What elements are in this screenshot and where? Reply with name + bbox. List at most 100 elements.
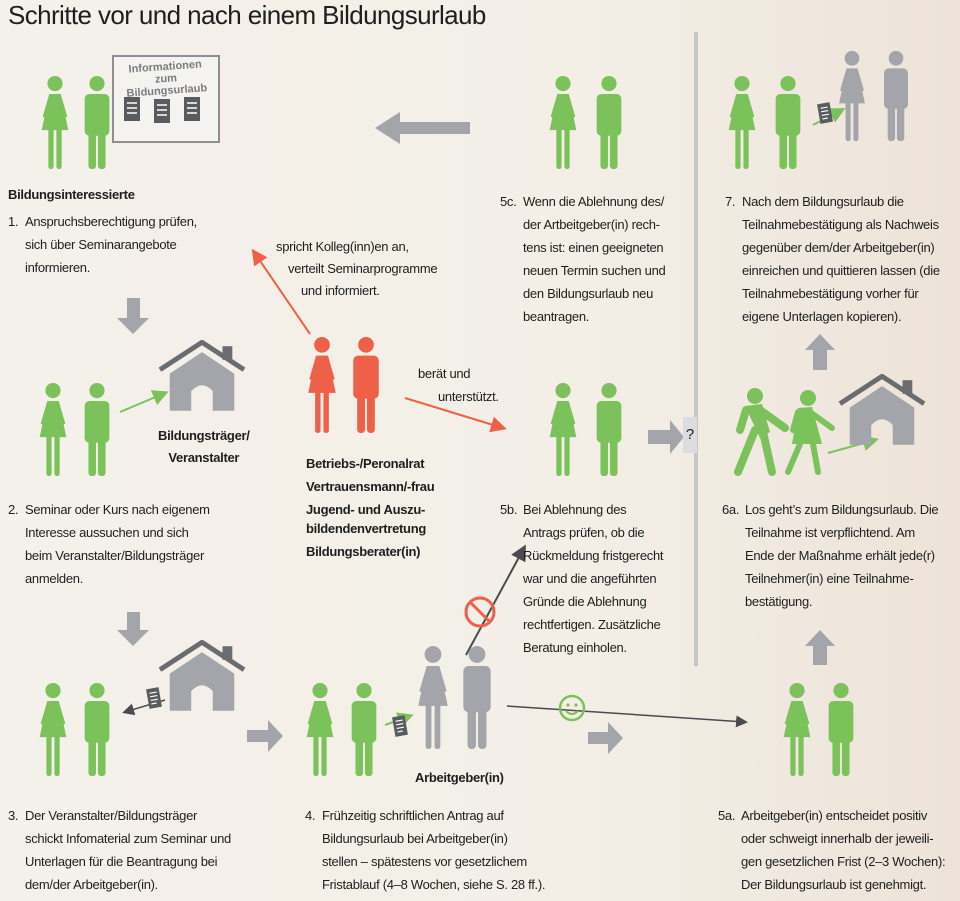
step-5c: 5c. Wenn die Ablehnung des/der Artbeitgeb…	[500, 190, 690, 328]
step-line: Unterlagen für die Beantragung bei	[25, 854, 218, 869]
step-number: 5c.	[500, 194, 517, 209]
label-interested: Bildungsinteressierte	[8, 187, 135, 202]
house-icon	[160, 342, 244, 410]
step-line: war und die angeführten	[523, 571, 657, 586]
step-line: anmelden.	[25, 571, 84, 586]
people-5a-icon	[783, 682, 854, 777]
step-number: 7.	[725, 194, 736, 209]
document-icons	[124, 97, 200, 123]
step-line: Der Bildungsurlaub ist genehmigt.	[741, 877, 927, 892]
step-number: 1.	[8, 214, 19, 229]
step-line: bestätigung.	[745, 594, 813, 609]
step-line: tens ist: einen geeigneten	[523, 240, 664, 255]
step-line: einreichen und quittieren lassen (die	[742, 263, 940, 278]
step-line: beim Veranstalter/Bildungsträger	[25, 548, 205, 563]
step-line: Interesse aussuchen und sich	[25, 525, 189, 540]
step-line: gen gesetzlichen Frist (2–3 Wochen):	[741, 854, 946, 869]
council-line: Vertrauensmann/-frau	[306, 479, 435, 494]
council-line: Bildungsberater(in)	[306, 544, 421, 559]
step-number: 2.	[8, 502, 19, 517]
house-icon	[160, 642, 244, 710]
people-7-icon	[728, 75, 801, 170]
step-line: Arbeitgeber(in) entscheidet positiv	[741, 808, 928, 823]
step-number: 3.	[8, 808, 19, 823]
arrow-left-icon	[375, 112, 470, 144]
step-line: Der Veranstalter/Bildungsträger	[25, 808, 198, 823]
council-line: bildendenvertretung	[306, 521, 426, 536]
step-line: Los geht’s zum Bildungsurlaub. Die	[745, 502, 939, 517]
step-line: Fristablauf (4–8 Wochen, siehe S. 28 ff.…	[322, 877, 546, 892]
step-5a: 5a. Arbeitgeber(in) entscheidet positiv od…	[718, 804, 958, 896]
step-3: 3. Der Veranstalter/Bildungsträger schickt…	[8, 804, 278, 896]
council-line: Betriebs-/Peronalrat	[306, 456, 425, 471]
step-line: Frühzeitig schriftlichen Antrag auf	[322, 808, 504, 823]
council-people-icon	[308, 336, 379, 434]
arrow-up-icon	[805, 334, 835, 370]
people-5b-icon	[549, 382, 622, 477]
annotation-line: spricht Kolleg(inn)en an,	[276, 239, 409, 254]
step-number: 5b.	[500, 502, 518, 517]
step-line: schickt Infomaterial zum Seminar und	[25, 831, 231, 846]
step-line: Bei Ablehnung des	[523, 502, 627, 517]
step-line: sich über Seminarangebote	[25, 237, 177, 252]
annotation-speaks: spricht Kolleg(inn)en an, verteilt Semin…	[276, 236, 438, 302]
people-3-icon	[39, 682, 110, 777]
step-line: der Artbeitgeber(in) rech-	[523, 217, 660, 232]
step-line: Gründe die Ablehnung	[523, 594, 647, 609]
step-line: eigene Unterlagen kopieren).	[742, 309, 902, 324]
arrow-right-icon	[247, 720, 283, 752]
divider	[694, 32, 698, 666]
people-5c-icon	[549, 75, 622, 170]
people-4-icon	[306, 682, 377, 777]
step-number: 5a.	[718, 808, 736, 823]
step-line: Anspruchsberechtigung prüfen,	[25, 214, 197, 229]
step-line: beantragen.	[523, 309, 590, 324]
walking-people-icon	[734, 388, 835, 476]
forbidden-icon	[464, 596, 496, 628]
question-mark-box: ?	[683, 417, 697, 453]
step-line: Bildungsurlaub bei Arbeitgeber(in)	[322, 831, 508, 846]
annotation-line: und informiert.	[301, 283, 380, 298]
step-line: rechtfertigen. Zusätzliche	[523, 617, 661, 632]
interested-people-icon	[41, 75, 110, 170]
arrow-down-icon	[117, 298, 149, 334]
step-line: gegenüber dem/der Arbeitgeber(in)	[742, 240, 935, 255]
step-line: informieren.	[25, 260, 91, 275]
label-provider: Bildungsträger/ Veranstalter	[158, 428, 250, 465]
step-number: 4.	[305, 808, 316, 823]
info-board: Informationen zum Bildungsurlaub	[112, 55, 220, 143]
step-line: Teilnahmebestätigung als Nachweis	[742, 217, 939, 232]
label-council: Betriebs-/Peronalrat Vertrauensmann/-fra…	[306, 452, 435, 563]
annotation-advises: berät und unterstützt.	[418, 362, 499, 408]
step-line: Seminar oder Kurs nach eigenem	[25, 502, 210, 517]
step-line: Nach dem Bildungsurlaub die	[742, 194, 904, 209]
step-line: stellen – spätestens vor gesetzlichem	[322, 854, 527, 869]
annotation-line: unterstützt.	[438, 389, 499, 404]
step-1: 1. Anspruchsberechtigung prüfen, sich über…	[8, 210, 258, 279]
house-icon	[840, 376, 924, 444]
smiley-icon	[558, 694, 586, 722]
people-2-icon	[39, 382, 110, 477]
step-line: Rückmeldung fristgerecht	[523, 548, 664, 563]
step-line: oder schweigt innerhalb der jeweili-	[741, 831, 934, 846]
page-title: Schritte vor und nach einem Bildungsurla…	[8, 0, 486, 30]
step-line: Teilnehmer(in) eine Teilnahme-	[745, 571, 914, 586]
label-employer: Arbeitgeber(in)	[415, 770, 504, 785]
employer-people-icon	[839, 50, 908, 142]
annotation-line: berät und	[418, 366, 471, 381]
step-number: 6a.	[722, 502, 740, 517]
step-line: Antrags prüfen, ob die	[523, 525, 645, 540]
step-line: Teilnahme ist verpflichtend. Am	[745, 525, 915, 540]
annotation-line: verteilt Seminarprogramme	[288, 261, 438, 276]
step-line: Teilnahmebestätigung vorher für	[742, 286, 919, 301]
council-line: Jugend- und Auszu-	[306, 502, 426, 517]
step-line: Wenn die Ablehnung des/	[523, 194, 665, 209]
step-line: Ende der Maßnahme erhält jede(r)	[745, 548, 935, 563]
